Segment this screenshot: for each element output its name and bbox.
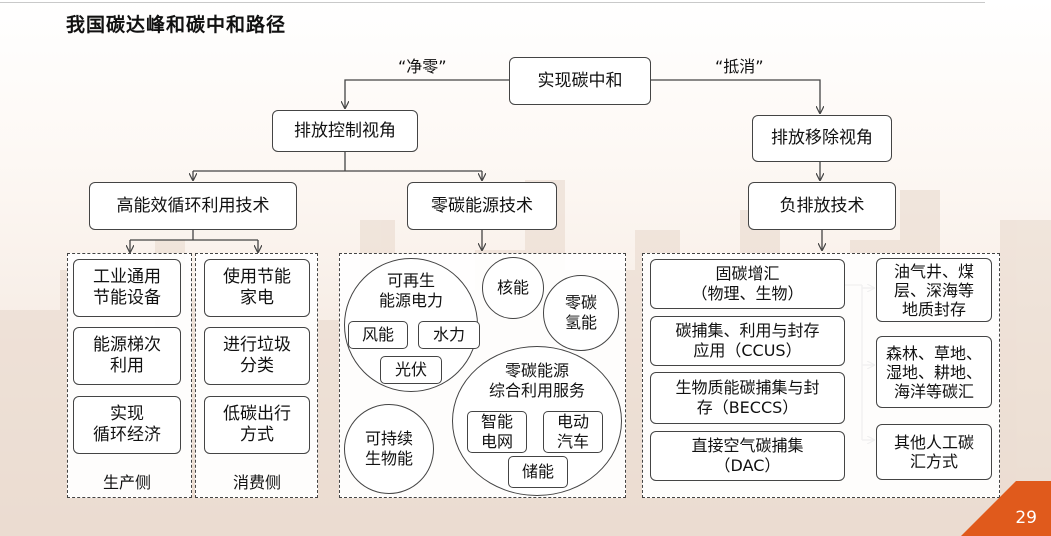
title-rule (0, 2, 985, 3)
nuclear-circle: 核能 (482, 257, 544, 319)
renewable-power-title: 可再生 能源电力 (378, 271, 443, 310)
hydrogen-circle: 零碳 氢能 (543, 275, 619, 351)
method-box: 生物质能碳捕集与封 存（BECCS） (650, 372, 845, 424)
sink-box: 其他人工碳 汇方式 (876, 424, 992, 480)
hydro-box: 水力 (418, 321, 480, 349)
production-item: 工业通用 节能设备 (73, 259, 181, 317)
smart-grid-box: 智能 电网 (467, 411, 527, 453)
sink-box: 油气井、煤 层、深海等 地质封存 (876, 258, 992, 322)
efficiency-tech-node: 高能效循环利用技术 (89, 182, 297, 230)
biomass-circle: 可持续 生物能 (344, 404, 434, 494)
ev-box: 电动 汽车 (543, 411, 603, 453)
net-zero-label: “净零” (398, 57, 447, 76)
sink-box: 森林、草地、 湿地、耕地、 海洋等碳汇 (876, 336, 992, 408)
consumption-side-label: 消费侧 (232, 473, 281, 492)
wind-box: 风能 (348, 321, 408, 349)
zero-carbon-tech-node: 零碳能源技术 (407, 182, 557, 230)
emission-control-node: 排放控制视角 (272, 110, 418, 152)
method-box: 固碳增汇 （物理、生物） (650, 259, 845, 309)
production-item: 能源梯次 利用 (73, 327, 181, 385)
offset-label: “抵消” (715, 57, 764, 76)
storage-box: 储能 (508, 456, 568, 488)
method-box: 直接空气碳捕集 （DAC） (650, 431, 845, 481)
emission-removal-node: 排放移除视角 (752, 115, 892, 162)
integrated-services-title: 零碳能源 综合利用服务 (488, 361, 585, 400)
page-corner-accent (961, 481, 1051, 536)
slide-title: 我国碳达峰和碳中和路径 (66, 14, 287, 36)
negative-emission-node: 负排放技术 (748, 182, 896, 230)
production-item: 实现 循环经济 (73, 396, 181, 454)
production-side-label: 生产侧 (102, 473, 151, 492)
consumption-item: 使用节能 家电 (204, 259, 310, 317)
consumption-item: 低碳出行 方式 (204, 396, 310, 454)
page-number: 29 (1015, 508, 1037, 528)
solar-box: 光伏 (380, 356, 442, 384)
consumption-item: 进行垃圾 分类 (204, 327, 310, 385)
method-box: 碳捕集、利用与封存 应用（CCUS） (650, 316, 845, 366)
root-node: 实现碳中和 (509, 57, 651, 105)
